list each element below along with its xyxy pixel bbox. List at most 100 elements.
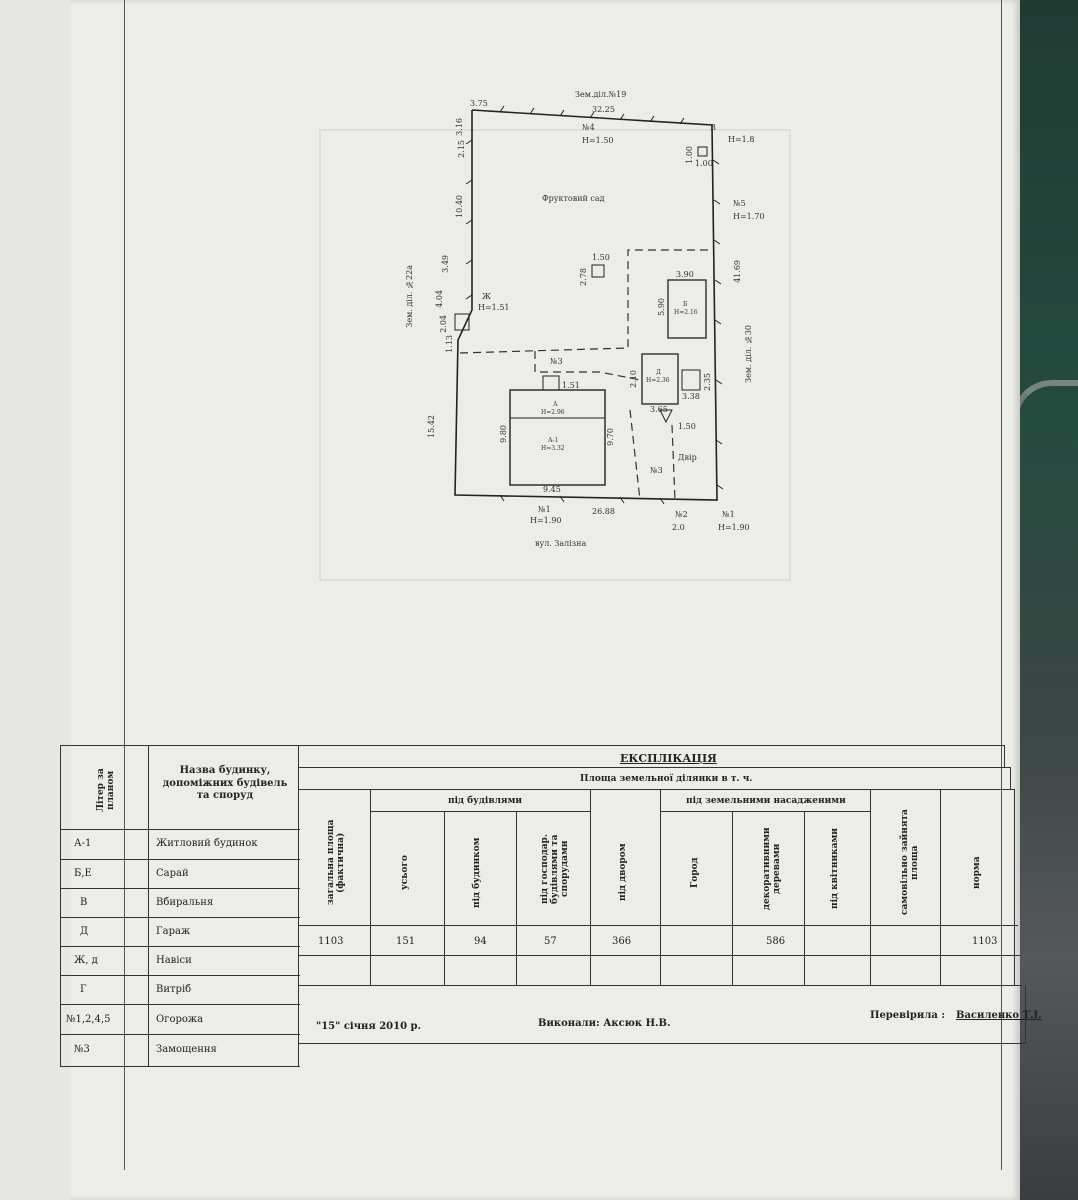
rule [60, 917, 300, 918]
row-name: Огорожа [156, 1014, 204, 1025]
value-outbuildings: 57 [544, 936, 557, 947]
fence-1a-label: №1 [538, 505, 551, 514]
dim-g-e: 3.38 [682, 392, 700, 401]
explication-block: Літер за планом Назва будинку, допоміжни… [60, 745, 1042, 1070]
fence-4-height: H=1.50 [582, 136, 614, 145]
executed-by: Виконали: Аксюк Н.В. [538, 1018, 671, 1029]
canopy-zh-height: H=1.51 [478, 303, 510, 312]
fence-1b-label: №1 [722, 510, 735, 519]
ghost-outline [319, 129, 791, 581]
col-header-house: під будинком [472, 837, 482, 908]
plot-boundary [454, 109, 718, 501]
row-name: Навіси [156, 955, 192, 966]
rule [298, 767, 1010, 768]
house-a1-label: А-1 [548, 437, 559, 444]
row-name: Витріб [156, 984, 192, 995]
orchard-box [591, 264, 605, 278]
value-trees: 586 [766, 936, 786, 947]
rule [1004, 745, 1005, 767]
toilet-v [697, 146, 708, 157]
row-name: Замощення [156, 1044, 217, 1055]
rule [60, 745, 61, 1067]
rule [298, 745, 299, 1067]
value-yard: 366 [612, 936, 632, 947]
rule [60, 1066, 300, 1067]
fence-2-label: №2 [675, 510, 688, 519]
dim-house-left: 9.80 [499, 425, 508, 443]
rule [298, 925, 1018, 926]
fence-1a-height: H=1.90 [530, 516, 562, 525]
row-litera: Г [80, 984, 87, 995]
signature-date: "15" січня 2010 р. [316, 1021, 421, 1032]
rule [298, 985, 1022, 986]
dim-g-width: 3.65 [650, 405, 668, 414]
row-name: Вбиральня [156, 897, 214, 908]
rule [870, 789, 871, 985]
explication-subtitle: Площа земельної ділянки в т. ч. [580, 774, 753, 784]
dim-left-bottom: 15.42 [427, 415, 436, 438]
rule [60, 829, 300, 830]
shed-b-label: Б [683, 301, 688, 308]
fence-2-height: 2.0 [672, 523, 685, 532]
garage-d-height: H=2.36 [646, 377, 670, 384]
dim-shed-height: 5.90 [657, 298, 666, 316]
value-all-buildings: 151 [396, 936, 416, 947]
value-house: 94 [474, 936, 487, 947]
dim-g-d: 2.35 [703, 373, 712, 391]
yard-label: Двір [678, 453, 697, 462]
shed-b-height: H=2.16 [674, 309, 698, 316]
col-header-outbuildings: під господар. будівлями та спорудами [540, 834, 570, 904]
drawing-frame [124, 0, 1002, 1170]
house-a1-height: H=3.32 [541, 445, 565, 452]
rule [60, 1034, 300, 1035]
row-litera: Д [80, 926, 89, 937]
rule [370, 811, 590, 812]
garage-d-label: Д [656, 369, 661, 376]
dim-g-b: 1.50 [678, 422, 696, 431]
rule [660, 811, 870, 812]
rule [660, 789, 661, 985]
fence-ticks [465, 105, 724, 505]
header-building-name: Назва будинку, допоміжних будівель та сп… [162, 765, 288, 801]
value-total: 1103 [318, 936, 344, 947]
site-plan: Зем.діл.№19 вул. Залізна Зем. діл. №22а … [319, 80, 800, 581]
dim-left-e: 2.04 [439, 315, 448, 333]
rule [298, 955, 1020, 956]
row-litera: Ж, д [74, 955, 98, 966]
rule [60, 975, 300, 976]
rule [298, 745, 1004, 746]
fence-4-label: №4 [582, 123, 595, 132]
group-under-plants: під земельними насадженими [686, 796, 846, 806]
row-litera: №3 [74, 1044, 90, 1055]
rule [732, 811, 733, 985]
dim-post-right: 1.00 [695, 159, 713, 168]
dim-left-b: 10.40 [455, 195, 464, 218]
east-neighbor-label: Зем. діл. №30 [744, 325, 753, 383]
orchard-label: Фруктовий сад [542, 194, 605, 203]
rule [804, 811, 805, 985]
rule [444, 811, 445, 985]
cellar-g [659, 409, 673, 424]
rule [1010, 767, 1011, 789]
dim-shed-width: 3.90 [676, 270, 694, 279]
row-name: Гараж [156, 926, 191, 937]
col-header-total: загальна площа (фактична) [326, 819, 346, 906]
col-header-flowerbeds: під квітниками [830, 828, 840, 910]
rule [590, 789, 591, 985]
rule [1025, 985, 1026, 1043]
col-header-garden: Город [690, 857, 700, 888]
dim-bottom-main: 26.88 [592, 507, 615, 516]
explication-title: ЕКСПЛІКАЦІЯ [620, 752, 717, 765]
group-under-buildings: під будівлями [448, 796, 523, 806]
dim-house-width: 9.45 [543, 485, 561, 494]
row-name: Сарай [156, 868, 189, 879]
background-chair-rail [1012, 380, 1078, 646]
dim-post-top: 1.00 [685, 146, 694, 164]
toilet-label: В [710, 123, 716, 132]
dim-extension: 1.51 [562, 381, 580, 390]
dim-top-left: 3.75 [470, 99, 488, 108]
dim-house-right: 9.70 [606, 428, 615, 446]
rule [298, 789, 1014, 790]
value-norm: 1103 [972, 936, 998, 947]
header-litera: Літер за планом [96, 768, 116, 812]
